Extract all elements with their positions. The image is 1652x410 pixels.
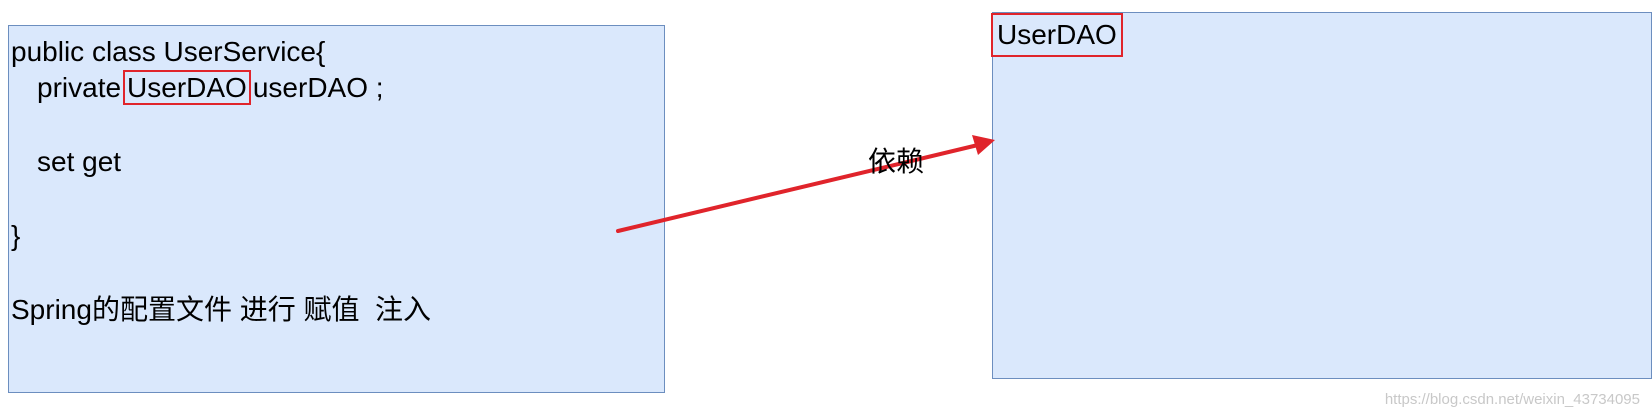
dependency-label: 依赖 [868, 146, 925, 177]
class-declaration-line: public class UserService{ [11, 36, 326, 67]
userdao-type-highlight: UserDAO [123, 70, 251, 105]
watermark: https://blog.csdn.net/weixin_43734095 [1384, 391, 1640, 408]
private-keyword: private [37, 72, 122, 103]
spring-config-note: Spring的配置文件 进行 赋值 注入 [11, 294, 432, 325]
closing-brace-line: } [11, 220, 21, 251]
field-name: userDAO ; [252, 72, 384, 103]
userdao-node-label: UserDAO [991, 13, 1123, 57]
accessor-line: set get [37, 146, 122, 177]
userdao-node: UserDAO [991, 12, 1652, 379]
